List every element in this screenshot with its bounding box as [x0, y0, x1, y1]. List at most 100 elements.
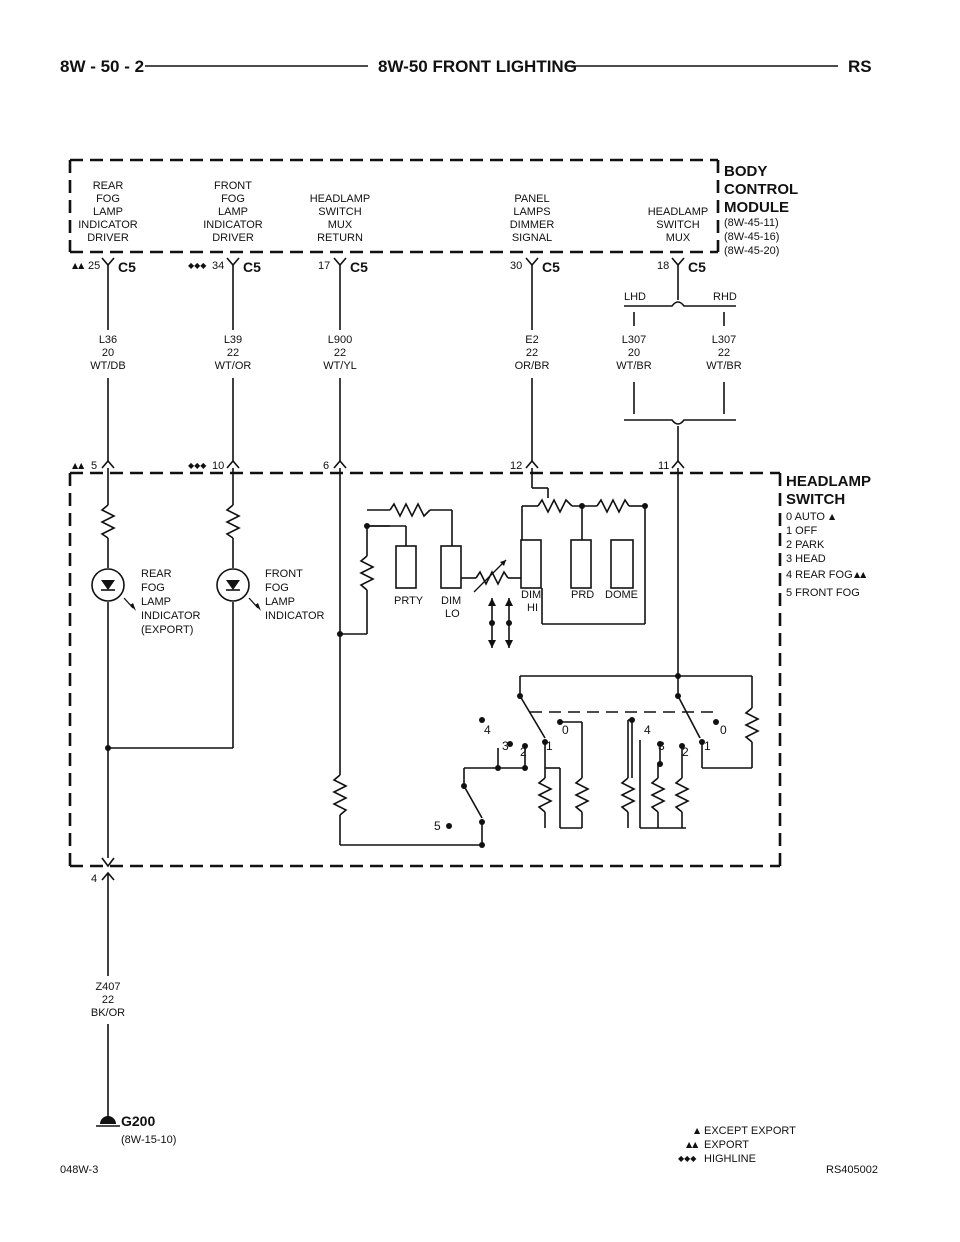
- bcm-pin-34: ◆◆◆ 34 C5: [188, 257, 261, 275]
- switch-pin-10: ◆◆◆ 10: [188, 459, 240, 472]
- prd-contact: PRD: [570, 539, 594, 601]
- bcm-function-mux-return: HEADLAMP SWITCH MUX RETURN: [310, 193, 371, 244]
- svg-text:SIGNAL: SIGNAL: [512, 232, 552, 244]
- svg-text:FRONT: FRONT: [265, 568, 303, 580]
- svg-text:3: 3: [658, 739, 665, 753]
- wire-z407: Z407 22 BK/OR: [91, 873, 125, 1124]
- dim-lo-contact: DIM LO: [440, 545, 462, 620]
- svg-text:DRIVER: DRIVER: [87, 232, 129, 244]
- mux-return-circuit: [332, 468, 482, 846]
- svg-text:EXCEPT EXPORT: EXCEPT EXPORT: [704, 1125, 796, 1137]
- svg-text:SWITCH: SWITCH: [318, 206, 361, 218]
- svg-text:PRD: PRD: [571, 589, 594, 601]
- svg-text:18: 18: [657, 260, 669, 272]
- svg-text:2: 2: [520, 745, 527, 759]
- svg-text:(EXPORT): (EXPORT): [141, 624, 193, 636]
- svg-text:3: 3: [502, 739, 509, 753]
- headlamp-switch-box: [68, 471, 782, 868]
- svg-text:FOG: FOG: [141, 582, 165, 594]
- svg-text:17: 17: [318, 260, 330, 272]
- bcm-ref-3: (8W-45-20): [724, 245, 779, 257]
- bcm-pin-30: 30 C5: [510, 257, 560, 275]
- rear-fog-indicator-circuit: [100, 468, 116, 858]
- svg-text:DIMMER: DIMMER: [510, 219, 555, 231]
- svg-text:6: 6: [323, 460, 329, 472]
- dim-hi-contact: DIM HI: [520, 539, 542, 614]
- bcm-function-panel-dimmer: PANEL LAMPS DIMMER SIGNAL: [510, 193, 555, 244]
- svg-text:25: 25: [88, 260, 100, 272]
- switch-title-2: SWITCH: [786, 491, 845, 508]
- bcm-box: [68, 158, 720, 254]
- svg-text:2: 2: [682, 745, 689, 759]
- svg-text:LHD: LHD: [624, 291, 646, 303]
- svg-text:MUX: MUX: [328, 219, 353, 231]
- svg-text:1: 1: [546, 739, 553, 753]
- svg-text:REAR: REAR: [93, 180, 124, 192]
- switch-pin-11: 11: [658, 459, 685, 472]
- dimmer-travel-arrows: [488, 598, 513, 648]
- svg-text:DIM: DIM: [521, 589, 541, 601]
- svg-text:0 AUTO: 0 AUTO: [786, 511, 825, 523]
- svg-text:E2: E2: [525, 334, 538, 346]
- svg-text:L307: L307: [712, 334, 736, 346]
- svg-text:BK/OR: BK/OR: [91, 1007, 125, 1019]
- svg-text:LAMP: LAMP: [218, 206, 248, 218]
- svg-text:LO: LO: [445, 608, 460, 620]
- wire-l36: L36 20 WT/DB: [90, 265, 126, 462]
- ground-symbol-icon: [96, 1116, 120, 1127]
- bcm-pin-17: 17 C5: [318, 257, 368, 275]
- svg-text:10: 10: [212, 460, 224, 472]
- svg-text:Z407: Z407: [95, 981, 120, 993]
- svg-text:INDICATOR: INDICATOR: [141, 610, 201, 622]
- svg-text:HEADLAMP: HEADLAMP: [648, 206, 709, 218]
- svg-text:INDICATOR: INDICATOR: [78, 219, 138, 231]
- rheostat: [461, 559, 521, 593]
- dome-contact: DOME: [605, 539, 638, 601]
- svg-text:0: 0: [562, 723, 569, 737]
- svg-text:INDICATOR: INDICATOR: [265, 610, 325, 622]
- prty-contact: PRTY: [394, 545, 424, 607]
- bcm-title-3: MODULE: [724, 199, 789, 216]
- svg-text:LAMPS: LAMPS: [513, 206, 550, 218]
- svg-text:WT/OR: WT/OR: [215, 360, 252, 372]
- section-title: 8W-50 FRONT LIGHTING: [378, 57, 577, 76]
- bcm-pin-18: 18 C5: [657, 257, 706, 275]
- svg-text:1 OFF: 1 OFF: [786, 525, 817, 537]
- svg-text:L307: L307: [622, 334, 646, 346]
- svg-text:WT/BR: WT/BR: [706, 360, 741, 372]
- wire-l39: L39 22 WT/OR: [215, 265, 252, 462]
- svg-text:34: 34: [212, 260, 224, 272]
- rotary-wafer-right: 4 3 2 1 0: [620, 695, 727, 829]
- svg-text:▲▲: ▲▲: [854, 570, 867, 579]
- wire-e2: E2 22 OR/BR: [515, 265, 549, 462]
- svg-text:FOG: FOG: [221, 193, 245, 205]
- svg-text:C5: C5: [542, 259, 560, 275]
- ground-ref: (8W-15-10): [121, 1134, 176, 1146]
- svg-text:REAR: REAR: [141, 568, 172, 580]
- bcm-function-front-fog: FRONT FOG LAMP INDICATOR DRIVER: [203, 180, 263, 244]
- svg-text:HEADLAMP: HEADLAMP: [310, 193, 371, 205]
- bcm-title-1: BODY: [724, 163, 767, 180]
- bcm-ref-1: (8W-45-11): [724, 217, 779, 229]
- svg-text:L36: L36: [99, 334, 117, 346]
- bcm-function-switch-mux: HEADLAMP SWITCH MUX: [648, 206, 709, 244]
- bcm-ref-2: (8W-45-16): [724, 231, 779, 243]
- svg-text:22: 22: [718, 347, 730, 359]
- svg-text:HIGHLINE: HIGHLINE: [704, 1153, 756, 1165]
- svg-text:3 HEAD: 3 HEAD: [786, 553, 826, 565]
- svg-text:FOG: FOG: [265, 582, 289, 594]
- svg-text:20: 20: [102, 347, 114, 359]
- footer-right-code: RS405002: [826, 1164, 878, 1176]
- svg-text:EXPORT: EXPORT: [704, 1139, 749, 1151]
- footer-left-code: 048W-3: [60, 1164, 98, 1176]
- svg-text:◆◆◆: ◆◆◆: [188, 261, 207, 270]
- svg-text:RHD: RHD: [713, 291, 737, 303]
- front-fog-led-icon: [216, 568, 261, 611]
- ground-name: G200: [121, 1113, 155, 1129]
- svg-text:DOME: DOME: [605, 589, 638, 601]
- svg-text:FOG: FOG: [96, 193, 120, 205]
- svg-text:WT/DB: WT/DB: [90, 360, 125, 372]
- svg-text:FRONT: FRONT: [214, 180, 252, 192]
- svg-text:4: 4: [484, 723, 491, 737]
- svg-text:C5: C5: [350, 259, 368, 275]
